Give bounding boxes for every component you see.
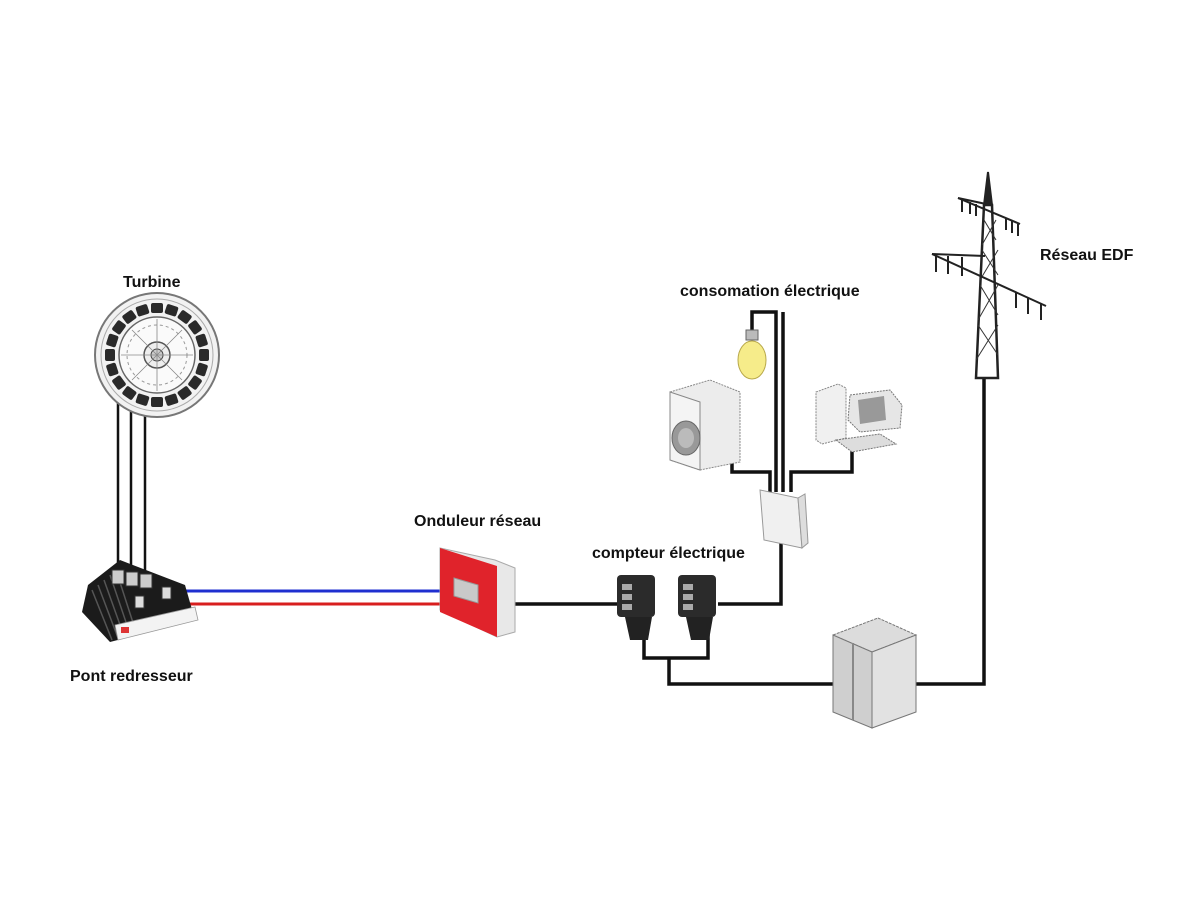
turbine-icon[interactable] bbox=[94, 292, 220, 418]
turbine-coil bbox=[177, 310, 192, 324]
turbine-coil bbox=[105, 349, 115, 361]
turbine-coil bbox=[122, 386, 137, 400]
turbine-coil bbox=[151, 303, 163, 313]
rectifier-label: Pont redresseur bbox=[70, 668, 193, 685]
electric-meter-2-icon[interactable] bbox=[678, 575, 716, 640]
turbine-coil bbox=[188, 320, 202, 335]
turbine-coil bbox=[112, 320, 126, 335]
turbine-coil bbox=[195, 362, 208, 377]
turbine-coil bbox=[195, 333, 208, 348]
turbine-coil bbox=[122, 310, 137, 324]
consumption-label: consomation électrique bbox=[680, 283, 860, 300]
turbine-coil bbox=[164, 304, 179, 317]
wires bbox=[116, 310, 986, 686]
computer-icon[interactable] bbox=[815, 383, 903, 453]
turbine-coil bbox=[177, 386, 192, 400]
turbine-coil bbox=[112, 375, 126, 390]
light-bulb-icon[interactable] bbox=[737, 329, 767, 380]
turbine-coil bbox=[135, 393, 150, 406]
turbine-coil bbox=[106, 362, 119, 377]
grid-label: Réseau EDF bbox=[1040, 247, 1134, 264]
junction-to-computer-wire bbox=[789, 445, 854, 492]
distribution-cabinet-icon[interactable] bbox=[831, 617, 918, 729]
turbine-coil bbox=[106, 333, 119, 348]
turbine-coil bbox=[151, 397, 163, 407]
meter-label: compteur électrique bbox=[592, 545, 745, 562]
meter-to-junction-wire bbox=[718, 540, 783, 606]
grid-inverter-icon[interactable] bbox=[439, 547, 516, 638]
inverter-label: Onduleur réseau bbox=[414, 513, 542, 530]
rectifier-bridge-icon[interactable] bbox=[82, 560, 199, 642]
turbine-coil bbox=[135, 304, 150, 317]
junction-to-bulb-wire bbox=[750, 310, 778, 492]
cabinet-to-pylon-wire bbox=[916, 378, 986, 686]
turbine-coil bbox=[188, 375, 202, 390]
turbine-coil bbox=[164, 393, 179, 406]
meters-to-cabinet-wire bbox=[667, 658, 835, 686]
turbine-label: Turbine bbox=[123, 274, 181, 291]
meter1-drop-wire bbox=[642, 635, 710, 660]
turbine-coil bbox=[199, 349, 209, 361]
washing-machine-icon[interactable] bbox=[669, 379, 741, 471]
power-pylon-icon[interactable] bbox=[931, 171, 1047, 380]
junction-box-icon[interactable] bbox=[759, 489, 809, 550]
electric-meter-1-icon[interactable] bbox=[617, 575, 655, 640]
